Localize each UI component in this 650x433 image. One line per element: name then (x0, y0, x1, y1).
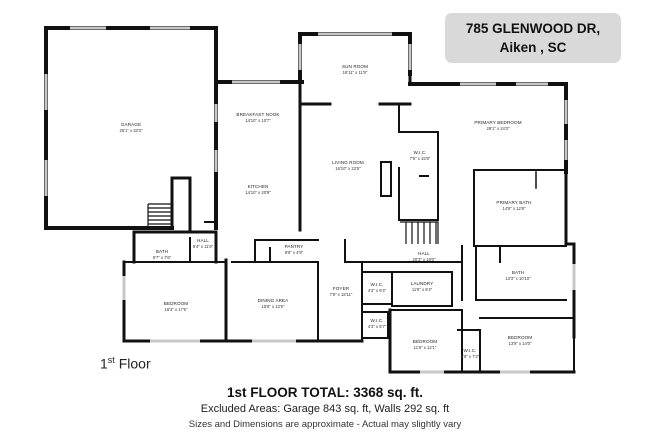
floor-total: 1st FLOOR TOTAL: 3368 sq. ft. (226, 385, 424, 400)
wic-bed-right-dims: 5'6" x 7'2" (461, 354, 480, 359)
bath-left-dims: 9'7" x 7'6" (153, 255, 172, 260)
wic-primary-dims: 7'6" x 15'8" (410, 156, 431, 161)
bedroom-left-dims: 16'3" x 17'5" (165, 307, 188, 312)
living-room-dims: 16'10" x 22'5" (335, 166, 361, 171)
room-labels: GARAGE 25'1" x 33'3" SUN ROOM 18'11" x 1… (120, 64, 533, 359)
excluded-areas: Excluded Areas: Garage 843 sq. ft, Walls… (200, 403, 450, 415)
address-box: 785 GLENWOOD DR, Aiken , SC (445, 13, 621, 63)
wic-primary-name: W.I.C. (413, 150, 426, 155)
sun-room-dims: 18'11" x 11'9" (343, 70, 368, 75)
walls (44, 26, 576, 374)
address-city: Aiken , SC (499, 40, 567, 55)
pantry-name: PANTRY (285, 244, 304, 249)
wic-small-dims: 4'3" x 5'7" (368, 324, 387, 329)
floor-word: Floor (118, 355, 151, 372)
dining-area-name: DINING AREA (258, 298, 290, 303)
bedroom-center-name: BEDROOM (413, 339, 438, 344)
wic-small-name: W.I.C. (370, 318, 383, 323)
foyer-name: FOYER (333, 286, 350, 291)
bedroom-right-dims: 13'9" x 14'0" (509, 341, 532, 346)
address-street: 785 GLENWOOD DR, (465, 21, 601, 36)
primary-bath-name: PRIMARY BATH (496, 200, 531, 205)
bedroom-left-name: BEDROOM (164, 301, 189, 306)
dining-area-dims: 15'8" x 13'6" (262, 304, 285, 309)
garage-name: GARAGE (121, 122, 141, 127)
windows (44, 26, 576, 374)
laundry-name: LAUNDRY (411, 281, 434, 286)
primary-bedroom-dims: 28'1" x 24'3" (487, 126, 510, 131)
sun-room-name: SUN ROOM (342, 64, 368, 69)
floor-number: 1 (100, 355, 108, 372)
bedroom-right-name: BEDROOM (508, 335, 533, 340)
garage-dims: 25'1" x 33'3" (120, 128, 143, 133)
floor-suffix: st (107, 355, 115, 365)
hall-center-dims: 20'3" x 19'0" (413, 257, 436, 262)
hall-left-name: HALL (197, 238, 209, 243)
bath-left-name: BATH (156, 249, 168, 254)
disclaimer: Sizes and Dimensions are approximate - A… (188, 419, 462, 430)
bath-right-dims: 13'3" x 10'10" (505, 276, 531, 281)
primary-bath-dims: 14'8" x 12'8" (503, 206, 526, 211)
living-room-name: LIVING ROOM (332, 160, 364, 165)
floor-label: 1st Floor (100, 355, 151, 372)
pantry-dims: 8'6" x 4'9" (285, 250, 304, 255)
wic-laundry-name: W.I.C. (370, 282, 383, 287)
foyer-dims: 7'9" x 18'11" (330, 292, 353, 297)
kitchen-dims: 14'10" x 20'9" (245, 190, 271, 195)
hall-center-name: HALL (418, 251, 430, 256)
hall-left-dims: 9'4" x 11'6" (193, 244, 214, 249)
laundry-dims: 11'6" x 6'4" (412, 287, 433, 292)
kitchen-name: KITCHEN (248, 184, 269, 189)
bath-right-name: BATH (512, 270, 524, 275)
breakfast-nook-name: BREAKFAST NOOK (236, 112, 280, 117)
primary-bedroom-name: PRIMARY BEDROOM (474, 120, 521, 125)
wic-laundry-dims: 4'3" x 6'4" (368, 288, 387, 293)
bedroom-center-dims: 11'6" x 12'1" (414, 345, 437, 350)
breakfast-nook-dims: 14'10" x 10'7" (245, 118, 271, 123)
wic-bed-right-name: W.I.C. (463, 348, 476, 353)
